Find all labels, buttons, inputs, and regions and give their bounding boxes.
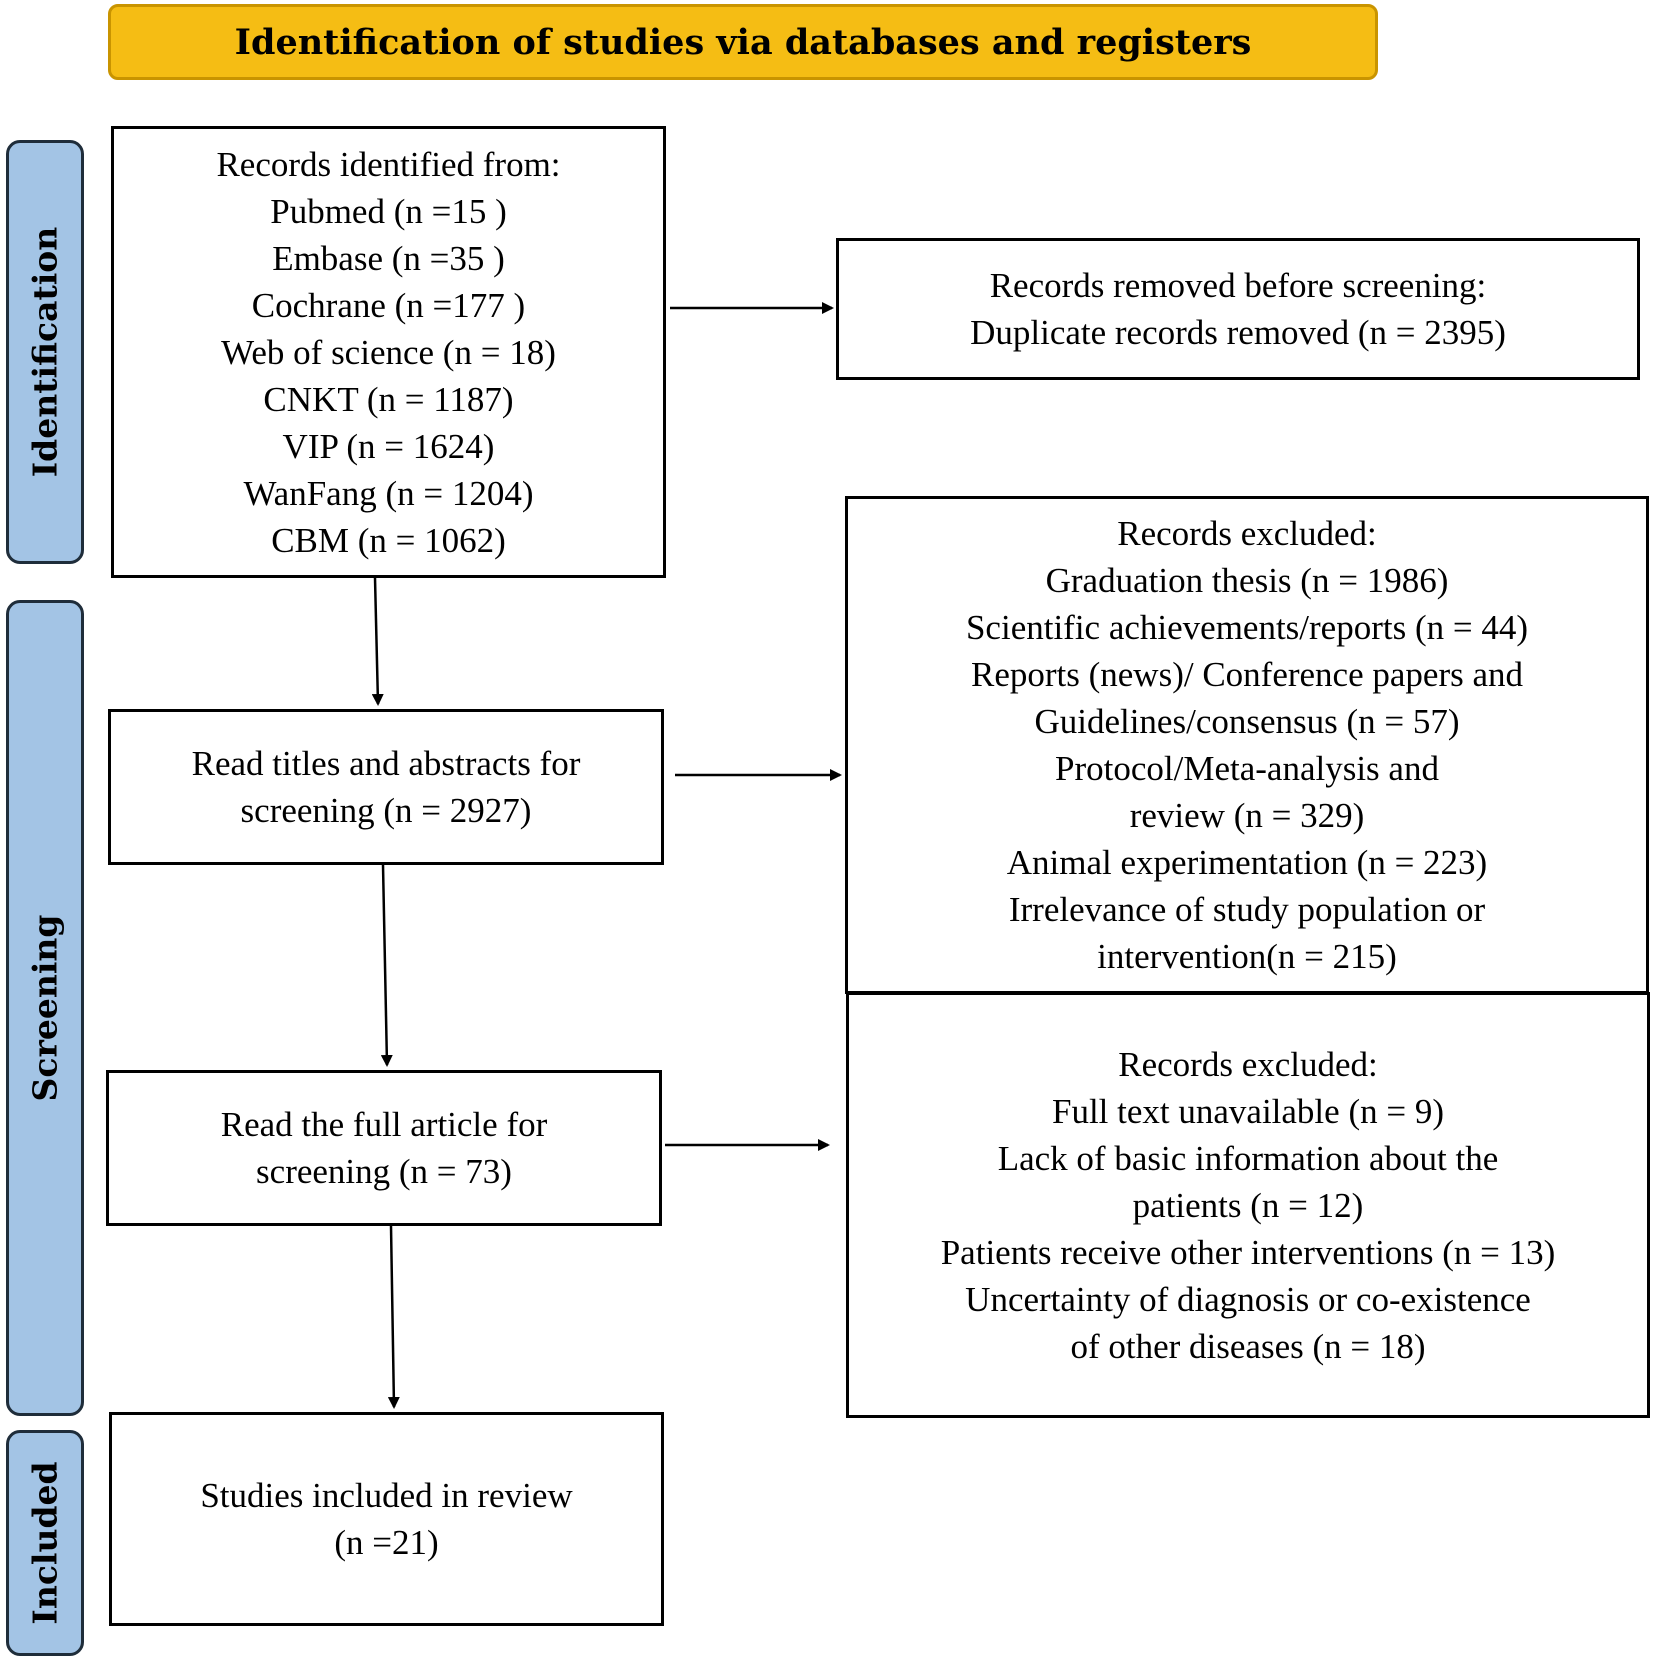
records-identified-box: Records identified from: Pubmed (n =15 )… <box>111 126 666 578</box>
box-line: CNKT (n = 1187) <box>263 379 514 419</box>
header-banner: Identification of studies via databases … <box>108 4 1378 80</box>
header-title: Identification of studies via databases … <box>234 21 1252 63</box>
arrow-full-text-to-included <box>387 1225 400 1409</box>
box-line: Protocol/Meta-analysis and <box>1055 749 1439 788</box>
box-line: Read the full article for <box>220 1105 548 1144</box>
records-excluded-1-box: Records excluded: Graduation thesis (n =… <box>845 496 1649 994</box>
title-abstract-screening-box: Read titles and abstracts for screening … <box>108 709 664 865</box>
box-line: review (n = 329) <box>1129 796 1365 835</box>
box-line: VIP (n = 1624) <box>282 426 495 466</box>
box-line: Embase (n =35 ) <box>272 238 505 278</box>
arrow-identified-to-title-screening <box>371 577 384 706</box>
box-line: Web of science (n = 18) <box>221 332 556 372</box>
box-line: screening (n = 2927) <box>240 791 532 830</box>
box-line: Animal experimentation (n = 223) <box>1006 843 1488 882</box>
box-line: Uncertainty of diagnosis or co-existence <box>965 1279 1531 1319</box>
full-text-screening-box: Read the full article for screening (n =… <box>106 1070 662 1226</box>
phase-screening: Screening <box>6 600 84 1416</box>
box-line: Guidelines/consensus (n = 57) <box>1034 702 1460 741</box>
box-line: intervention(n = 215) <box>1097 937 1397 976</box>
box-line: Cochrane (n =177 ) <box>251 285 526 325</box>
records-removed-box: Records removed before screening: Duplic… <box>836 238 1640 380</box>
box-line: Pubmed (n =15 ) <box>270 191 507 231</box>
box-line: Lack of basic information about the <box>997 1138 1499 1178</box>
box-line: Reports (news)/ Conference papers and <box>970 655 1524 694</box>
phase-identification: Identification <box>6 140 84 564</box>
box-line: Graduation thesis (n = 1986) <box>1045 561 1449 600</box>
box-line: Records excluded: <box>1118 1044 1378 1084</box>
box-line: Records identified from: <box>216 144 561 184</box>
box-line: screening (n = 73) <box>256 1152 512 1191</box>
phase-included: Included <box>6 1430 84 1656</box>
box-line: Irrelevance of study population or <box>1008 890 1486 929</box>
box-line: CBM (n = 1062) <box>271 520 506 560</box>
box-line: Read titles and abstracts for <box>191 744 581 783</box>
box-line: Records excluded: <box>1117 514 1377 553</box>
arrow-title-screening-to-full-text <box>380 864 393 1067</box>
box-line: WanFang (n = 1204) <box>243 473 534 513</box>
studies-included-box: Studies included in review (n =21) <box>109 1412 664 1626</box>
box-line: Patients receive other interventions (n … <box>940 1232 1556 1272</box>
box-line: Full text unavailable (n = 9) <box>1051 1091 1444 1131</box>
records-excluded-2-box: Records excluded: Full text unavailable … <box>846 992 1650 1418</box>
box-line: Records removed before screening: <box>989 266 1487 305</box>
box-line: patients (n = 12) <box>1132 1185 1364 1225</box>
box-line: (n =21) <box>334 1523 439 1562</box>
box-line: Scientific achievements/reports (n = 44) <box>965 608 1529 647</box>
box-line: of other diseases (n = 18) <box>1070 1326 1426 1366</box>
box-line: Duplicate records removed (n = 2395) <box>970 313 1506 352</box>
box-line: Studies included in review <box>200 1476 573 1515</box>
